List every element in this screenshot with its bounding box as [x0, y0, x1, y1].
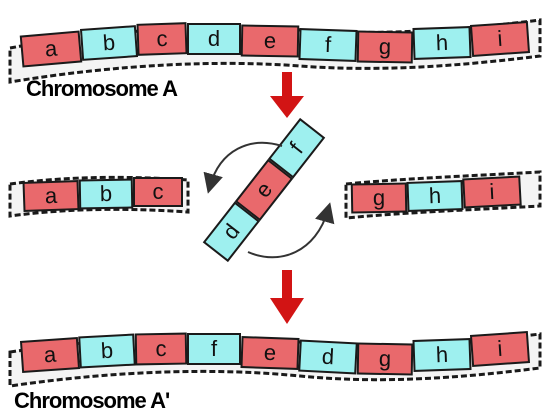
left-fragment-segment-b [78, 178, 134, 210]
right-fragment-segment-i-label: i [489, 179, 495, 204]
left-fragment-segment-c-label: c [153, 179, 164, 204]
left-fragment-segments: a b c [22, 177, 183, 212]
chromosome-a-segment-d-label: d [208, 26, 220, 51]
chromosome-a-segment-e-label: e [264, 28, 277, 53]
chromosome-a-prime-segment-e-label: e [263, 340, 276, 365]
rotation-arrow-lower-icon [247, 202, 335, 259]
chromosome-a-prime-segment-g [356, 342, 414, 376]
chromosome-a-label: Chromosome A [26, 76, 178, 101]
chromosome-a-segment-b [79, 25, 139, 61]
chromosome-a-segment-e [240, 24, 300, 58]
chromosome-a-segment-d [187, 23, 241, 55]
chromosome-a-segments: a b c d e f g h i [19, 21, 531, 68]
chromosome-a-prime-segment-f-label: f [211, 336, 218, 361]
left-fragment-segment-b-label: b [100, 181, 113, 206]
chromosome-a-segment-a-label: a [44, 35, 59, 61]
chromosome-a-segment-h-label: h [435, 30, 448, 55]
right-fragment-segment-h-label: h [428, 183, 441, 208]
chromosome-a-segment-g [356, 30, 414, 64]
inverted-fragment-segment-d [202, 201, 260, 263]
chromosome-a-prime-segment-b [78, 333, 136, 369]
inverted-fragment-segment-f [268, 117, 326, 179]
right-fragment-segments: g h i [350, 175, 522, 214]
right-fragment: g h i [344, 170, 542, 220]
left-fragment-segment-a-label: a [44, 183, 58, 208]
chromosome-a-prime-segment-c-label: c [155, 336, 166, 361]
right-fragment-segment-i [462, 175, 522, 209]
inverted-fragment-segment-e [234, 158, 294, 222]
broken-chromosome: a b c def g h i [8, 117, 542, 263]
chromosome-a-prime-segment-d-label: d [321, 344, 335, 370]
down-arrow-1-head [270, 96, 304, 118]
chromosome-a-prime-segment-e [240, 335, 300, 371]
chromosome-a-segment-f [298, 27, 358, 63]
chromosome-a-prime-segment-d [298, 339, 358, 375]
rotation-arrow-upper-icon [203, 141, 283, 194]
chromosome-a-prime-segment-a-label: a [43, 342, 58, 368]
down-arrow-1 [270, 72, 304, 118]
chromosome-a-prime-segment-h [412, 337, 472, 373]
inverted-fragment-segments: def [202, 117, 326, 263]
chromosome-a-prime-segment-b-label: b [100, 338, 114, 364]
chromosome-a-segment-b-label: b [102, 30, 116, 56]
chromosome-a-segment-i-label: i [497, 26, 504, 51]
left-fragment: a b c [8, 175, 190, 218]
chromosome-a-segment-a [19, 30, 83, 68]
chromosome-a-prime-segment-g-label: g [379, 346, 392, 371]
chromosome-a-prime-segment-c [134, 332, 188, 366]
down-arrow-2 [270, 270, 304, 324]
chromosome-a-prime-segment-i-label: i [497, 336, 504, 361]
chromosome-a-segment-c-label: c [156, 26, 168, 51]
down-arrow-1-shaft [282, 72, 292, 98]
right-fragment-segment-h [406, 180, 464, 212]
inverted-fragment: def [202, 117, 326, 263]
chromosome-a-prime-segment-i [469, 331, 531, 367]
chromosome-a-segment-g-label: g [379, 34, 392, 59]
chromosome-a-prime-segment-a [19, 337, 81, 373]
chromosome-a-prime-segment-f [187, 333, 241, 365]
left-fragment-segment-c [133, 177, 183, 207]
chromosome-a-segment-f-label: f [325, 32, 333, 57]
chromosome-a-prime-label: Chromosome A' [14, 388, 170, 413]
chromosome-a-segment-h [412, 25, 472, 61]
right-fragment-segment-g-label: g [373, 185, 386, 210]
chromosome-a-segment-c [136, 22, 188, 56]
right-fragment-segment-g [350, 182, 408, 214]
chromosome-a-prime-segment-h-label: h [435, 342, 448, 367]
chromosome-a-segment-i [469, 21, 531, 57]
left-fragment-segment-a [22, 180, 80, 212]
down-arrow-2-head [270, 298, 304, 324]
down-arrow-2-shaft [282, 270, 292, 300]
chromosome-a: a b c d e f g h i [8, 18, 542, 84]
